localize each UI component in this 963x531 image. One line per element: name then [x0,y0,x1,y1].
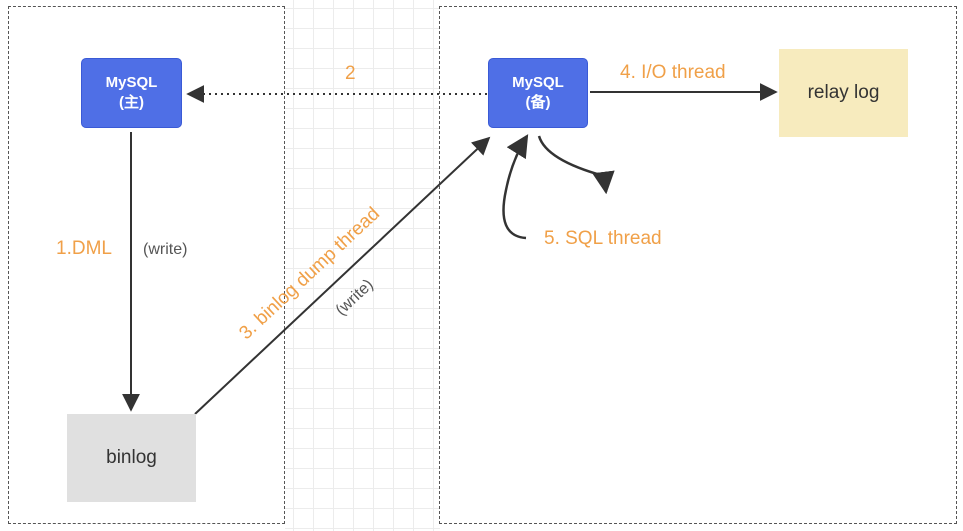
master-container [8,6,285,524]
background-grid [285,0,440,531]
label-step1-write: (write) [143,241,188,258]
relay-log-label: relay log [807,82,880,103]
label-step5-sql-thread: 5. SQL thread [544,228,662,249]
label-step1-dml: 1.DML [56,238,112,259]
mysql-slave-node: MySQL (备) [489,59,587,127]
label-step2: 2 [345,63,356,84]
edge-binlog-dump [194,136,491,415]
mysql-slave-title: MySQL [512,74,564,91]
slave-container [439,6,957,524]
binlog-label: binlog [106,447,157,468]
edge-sql-thread-out [537,135,615,195]
binlog-node: binlog [67,414,196,502]
mysql-master-role: (主) [119,94,144,111]
relay-log-node: relay log [779,49,908,137]
mysql-slave-role: (备) [525,94,551,111]
mysql-master-node: MySQL (主) [82,59,181,127]
label-step4-io-thread: 4. I/O thread [620,62,726,83]
mysql-master-title: MySQL [105,74,158,91]
edge-sql-thread-in [502,134,529,240]
